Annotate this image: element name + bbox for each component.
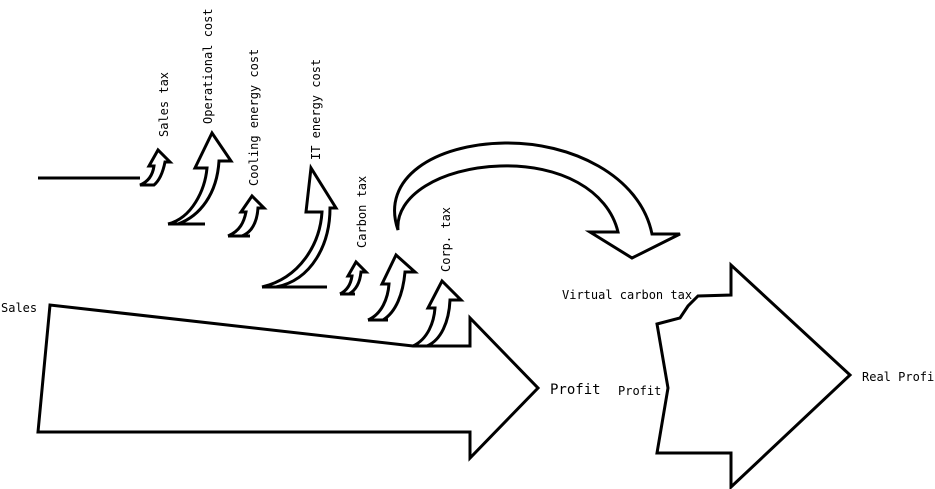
cooling-energy-cost-arrow [227, 193, 268, 238]
it-energy-cost-label: IT energy cost [309, 59, 323, 160]
transition-curved-arrow [393, 141, 681, 260]
profit-label: Profit [550, 382, 601, 398]
it-energy-cost-arrow [261, 163, 339, 289]
virtual-carbon-tax-label: Virtual carbon tax [562, 288, 692, 302]
sales-tax-arrow [139, 147, 174, 187]
carbon-tax-arrow [339, 259, 370, 296]
right-profit-label: Profit [618, 384, 661, 398]
operational-cost-label: Operational cost [201, 8, 215, 124]
sales-label: Sales [1, 301, 37, 315]
sales-tax-label: Sales tax [157, 72, 171, 137]
cooling-energy-cost-label: Cooling energy cost [247, 49, 261, 186]
carbon-tax-label: Carbon tax [355, 176, 369, 248]
corp-tax-label: Corp. tax [439, 207, 453, 272]
corp-tax-arrow-lower [412, 278, 465, 348]
operational-cost-arrow [167, 130, 234, 226]
real-profit-label: Real Profit [862, 370, 935, 384]
profit-flow-body [655, 261, 853, 489]
corp-tax-arrow-upper [367, 252, 419, 322]
sales-flow-body [36, 176, 541, 462]
